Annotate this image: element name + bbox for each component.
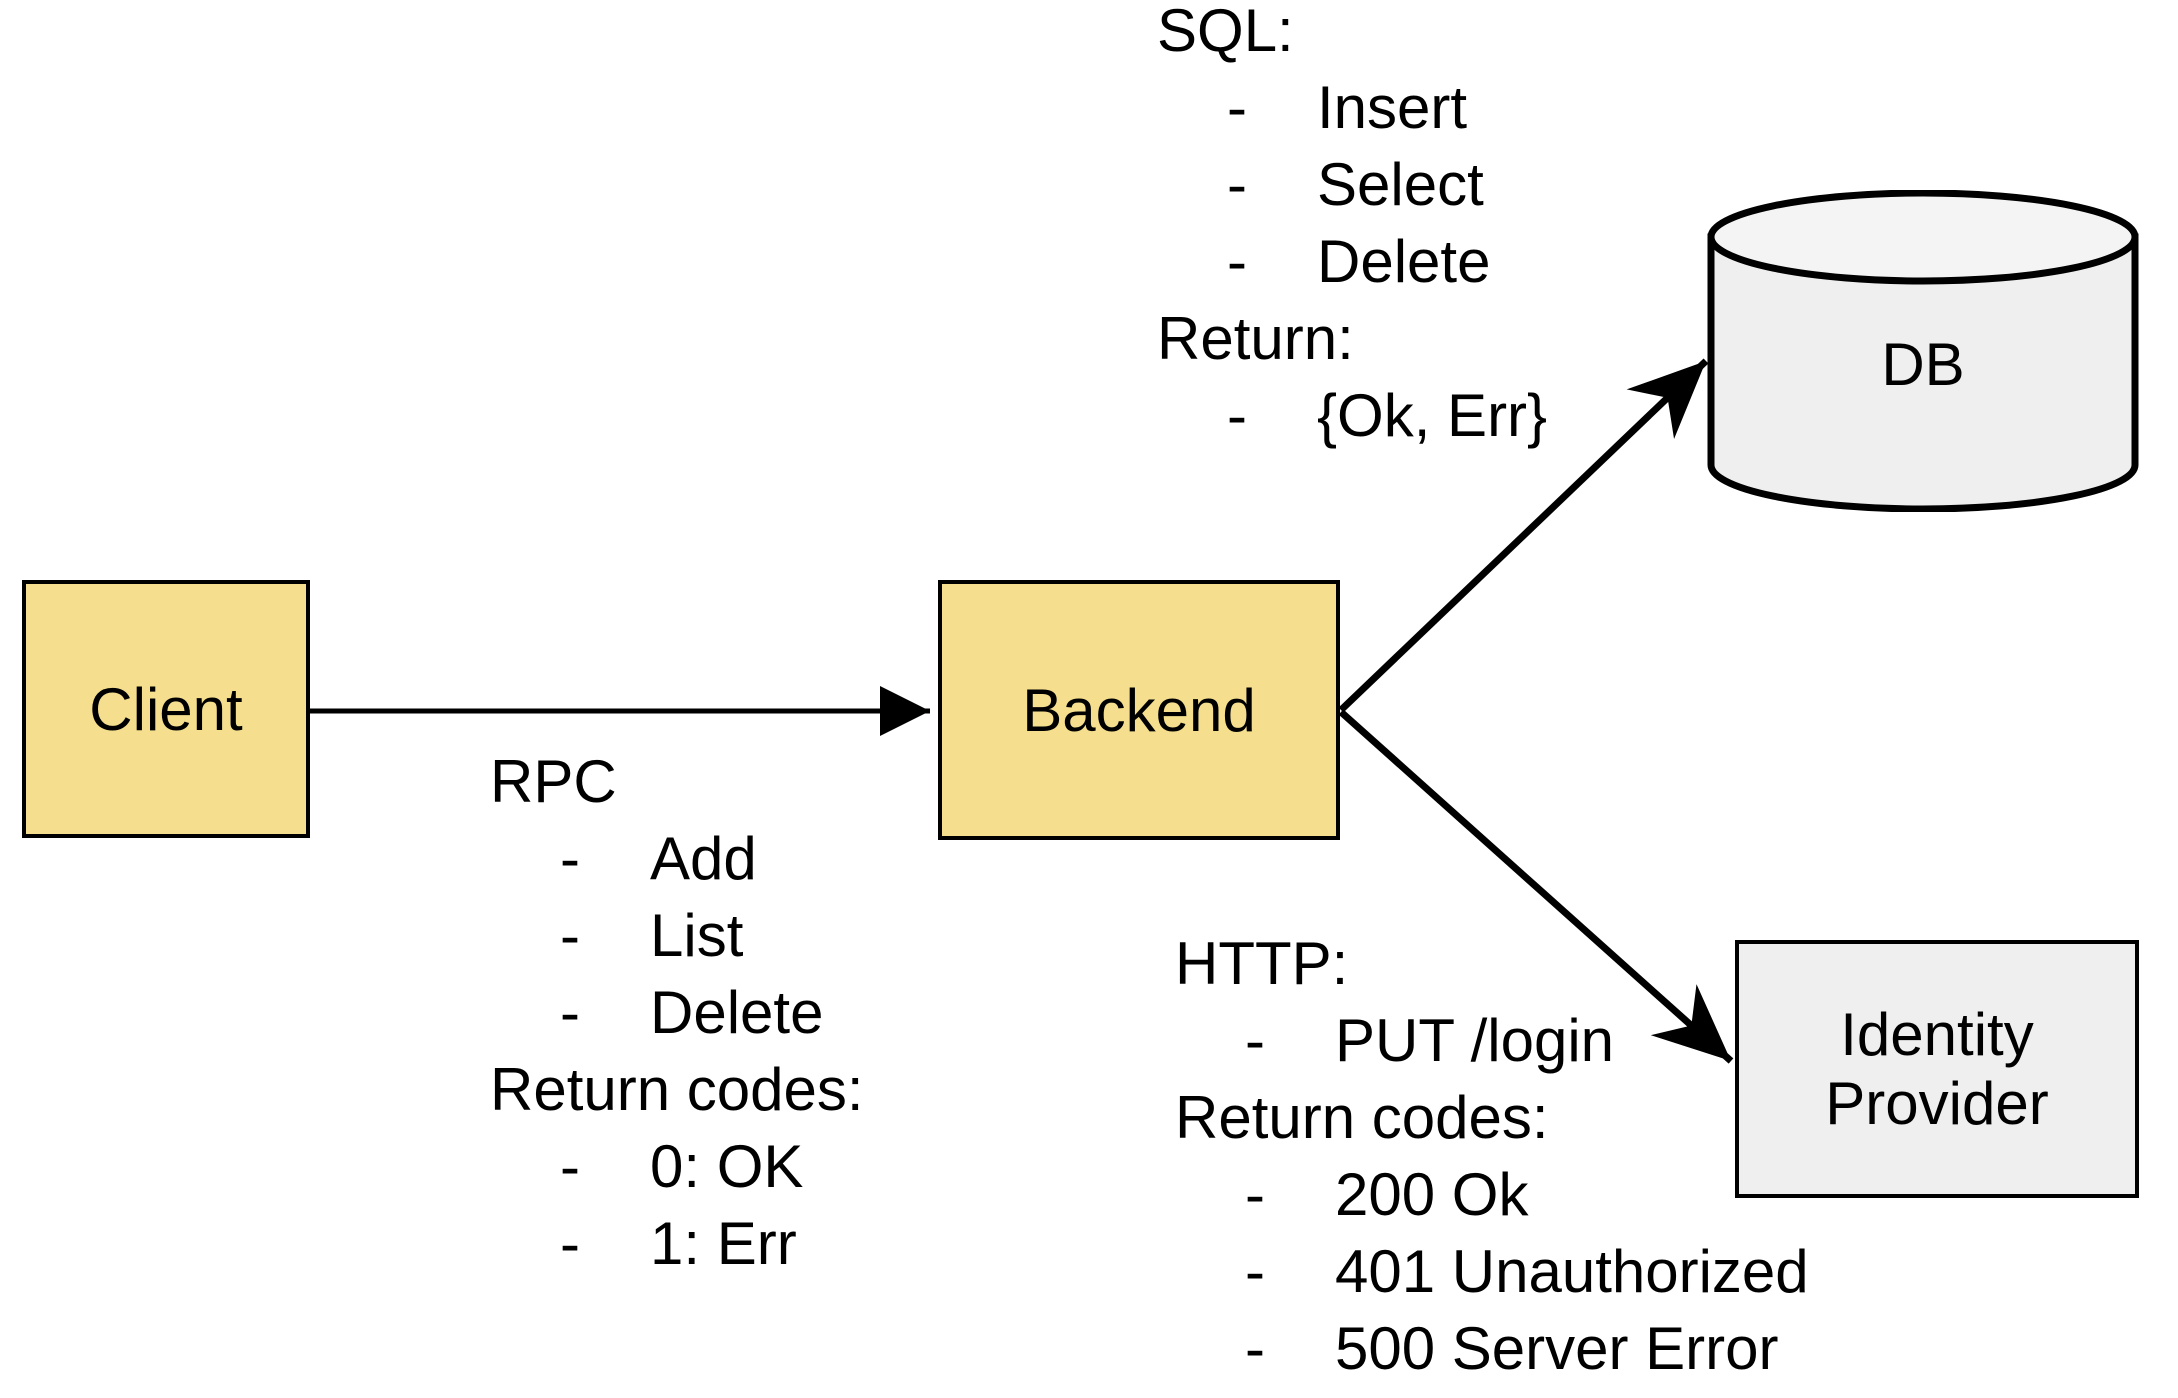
- bullet-dash: -: [560, 1133, 580, 1200]
- list-item-label: 500 Server Error: [1335, 1315, 1779, 1382]
- annotation-rpc-returns-heading: Return codes:: [490, 1056, 864, 1123]
- list-item-label: Add: [650, 825, 757, 892]
- bullet-dash: -: [560, 1210, 580, 1277]
- annotation-sql-list: - Insert - Select - Delete: [1157, 69, 1547, 300]
- node-backend-label: Backend: [1022, 676, 1256, 744]
- list-item-label: List: [650, 902, 744, 969]
- annotation-sql: SQL: - Insert - Select - Delete Return: …: [1157, 0, 1547, 454]
- bullet-dash: -: [1245, 1007, 1265, 1074]
- list-item-label: 0: OK: [650, 1133, 804, 1200]
- annotation-http-heading: HTTP:: [1175, 930, 1349, 997]
- bullet-dash: -: [560, 979, 580, 1046]
- list-item-label: Delete: [1317, 228, 1491, 295]
- list-item-label: 1: Err: [650, 1210, 797, 1277]
- list-item: - List: [490, 897, 864, 974]
- annotation-rpc-returns-list: - 0: OK - 1: Err: [490, 1128, 864, 1282]
- annotation-sql-returns-heading: Return:: [1157, 305, 1354, 372]
- annotation-sql-heading: SQL:: [1157, 0, 1294, 64]
- list-item-label: PUT /login: [1335, 1007, 1615, 1074]
- list-item: - {Ok, Err}: [1157, 377, 1547, 454]
- list-item-label: 200 Ok: [1335, 1161, 1529, 1228]
- node-db[interactable]: DB: [1706, 190, 2140, 512]
- annotation-http-returns-heading: Return codes:: [1175, 1084, 1549, 1151]
- bullet-dash: -: [1227, 74, 1247, 141]
- list-item: - PUT /login: [1175, 1002, 1809, 1079]
- bullet-dash: -: [1227, 382, 1247, 449]
- list-item-label: {Ok, Err}: [1317, 382, 1548, 449]
- list-item: - Delete: [1157, 223, 1547, 300]
- list-item-label: Select: [1317, 151, 1484, 218]
- list-item: - Delete: [490, 974, 864, 1051]
- annotation-sql-returns-list: - {Ok, Err}: [1157, 377, 1547, 454]
- annotation-http: HTTP: - PUT /login Return codes: - 200 O…: [1175, 925, 1809, 1387]
- list-item-label: Insert: [1317, 74, 1468, 141]
- list-item: - 1: Err: [490, 1205, 864, 1282]
- annotation-rpc-list: - Add - List - Delete: [490, 820, 864, 1051]
- annotation-http-returns-list: - 200 Ok - 401 Unauthorized - 500 Server…: [1175, 1156, 1809, 1387]
- node-client-label: Client: [89, 675, 243, 743]
- list-item: - 200 Ok: [1175, 1156, 1809, 1233]
- list-item-label: Delete: [650, 979, 824, 1046]
- list-item: - 0: OK: [490, 1128, 864, 1205]
- bullet-dash: -: [1245, 1315, 1265, 1382]
- node-client[interactable]: Client: [22, 580, 310, 838]
- list-item-label: 401 Unauthorized: [1335, 1238, 1809, 1305]
- db-cylinder-shape: [1707, 190, 2139, 512]
- list-item: - 401 Unauthorized: [1175, 1233, 1809, 1310]
- node-identity-provider[interactable]: Identity Provider: [1735, 940, 2139, 1198]
- annotation-rpc-heading: RPC: [490, 748, 617, 815]
- list-item: - 500 Server Error: [1175, 1310, 1809, 1387]
- annotation-rpc: RPC - Add - List - Delete Return codes: …: [490, 743, 864, 1282]
- list-item: - Add: [490, 820, 864, 897]
- bullet-dash: -: [1245, 1161, 1265, 1228]
- bullet-dash: -: [560, 902, 580, 969]
- bullet-dash: -: [1245, 1238, 1265, 1305]
- node-backend[interactable]: Backend: [938, 580, 1340, 840]
- list-item: - Select: [1157, 146, 1547, 223]
- bullet-dash: -: [560, 825, 580, 892]
- annotation-http-list: - PUT /login: [1175, 1002, 1809, 1079]
- bullet-dash: -: [1227, 228, 1247, 295]
- node-identity-provider-label: Identity Provider: [1825, 1001, 2049, 1137]
- bullet-dash: -: [1227, 151, 1247, 218]
- node-db-label: DB: [1881, 331, 1965, 398]
- list-item: - Insert: [1157, 69, 1547, 146]
